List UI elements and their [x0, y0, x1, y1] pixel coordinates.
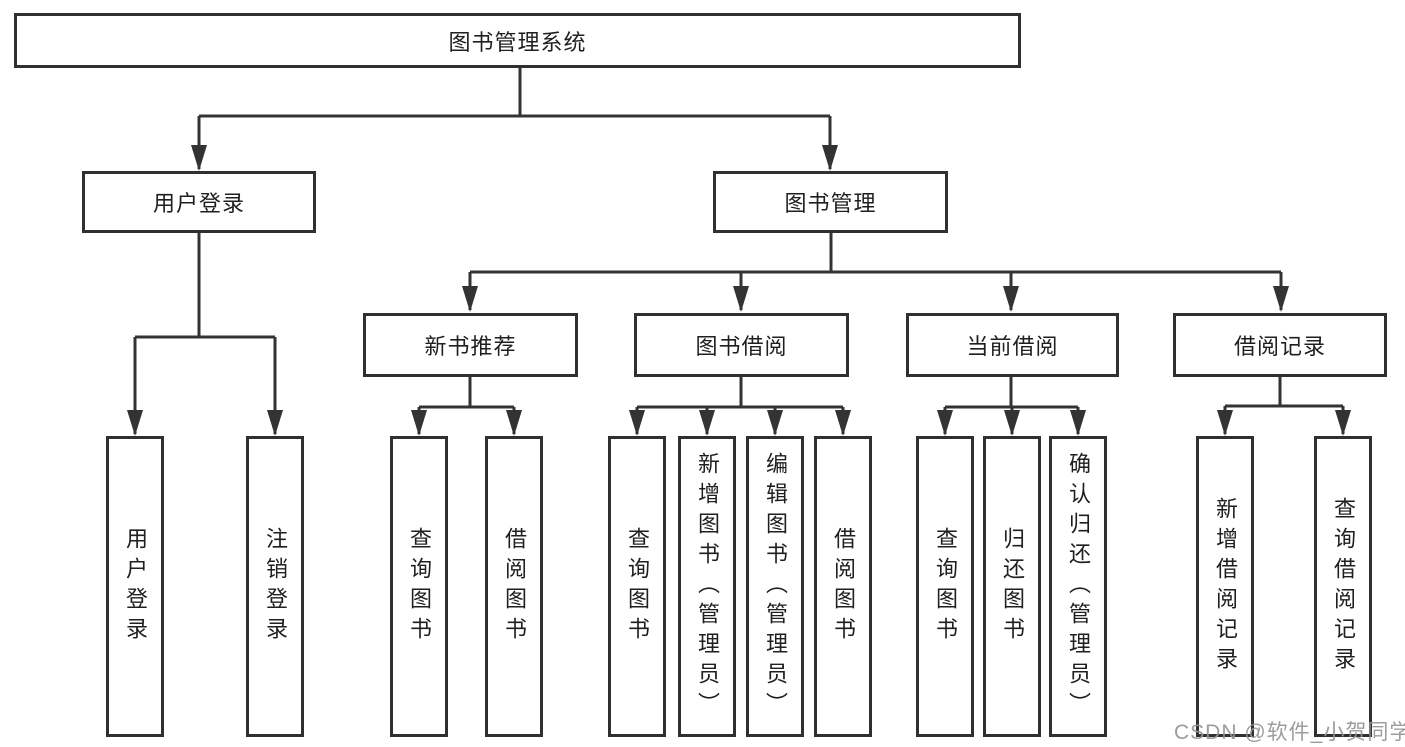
leaf-label: 查询图书 [407, 526, 432, 647]
connector-book-management-trunk [470, 233, 1281, 274]
connector-new-book-trunk [419, 377, 514, 409]
leaf-label: 借阅图书 [831, 526, 856, 647]
leaf-label: 注销登录 [263, 526, 288, 647]
connector-borrow-records-trunk [1225, 377, 1343, 408]
leaf-edit-book-admin: 编辑图书（管理员） [746, 436, 804, 737]
leaf-logout: 注销登录 [246, 436, 304, 737]
leaf-add-borrow-record: 新增借阅记录 [1196, 436, 1254, 737]
leaf-label: 新增借阅记录 [1213, 496, 1238, 677]
leaf-label: 归还图书 [1000, 526, 1025, 647]
leaf-label: 查询借阅记录 [1331, 496, 1356, 677]
leaf-query-borrow-record: 查询借阅记录 [1314, 436, 1372, 737]
connector-current-borrow-trunk [945, 377, 1078, 409]
watermark: CSDN @软件_小贺同学 [1174, 721, 1405, 744]
leaf-label: 用户登录 [123, 526, 148, 647]
leaf-label: 查询图书 [625, 526, 650, 647]
leaf-label: 确认归还（管理员） [1066, 451, 1091, 722]
leaf-label: 编辑图书（管理员） [763, 451, 788, 722]
leaf-query-books-recommend: 查询图书 [390, 436, 448, 737]
node-book-borrow: 图书借阅 [634, 313, 849, 377]
node-new-book-recommend: 新书推荐 [363, 313, 578, 377]
leaf-add-book-admin: 新增图书（管理员） [678, 436, 736, 737]
leaf-return-book: 归还图书 [983, 436, 1041, 737]
leaf-borrow-books-recommend: 借阅图书 [485, 436, 543, 737]
leaf-confirm-return-admin: 确认归还（管理员） [1049, 436, 1107, 737]
node-user-login: 用户登录 [82, 171, 316, 233]
node-book-management: 图书管理 [713, 171, 948, 233]
connector-root-trunk [199, 68, 830, 118]
node-root-library-system: 图书管理系统 [14, 13, 1021, 68]
leaf-label: 查询图书 [933, 526, 958, 647]
leaf-user-login: 用户登录 [106, 436, 164, 737]
node-borrow-records: 借阅记录 [1173, 313, 1387, 377]
connector-book-borrow-trunk [637, 377, 843, 409]
leaf-query-books-current: 查询图书 [916, 436, 974, 737]
leaf-label: 借阅图书 [502, 526, 527, 647]
connector-user-login-trunk [135, 233, 275, 339]
leaf-label: 新增图书（管理员） [695, 451, 720, 722]
leaf-query-books-borrow: 查询图书 [608, 436, 666, 737]
leaf-borrow-books: 借阅图书 [814, 436, 872, 737]
node-current-borrow: 当前借阅 [906, 313, 1119, 377]
